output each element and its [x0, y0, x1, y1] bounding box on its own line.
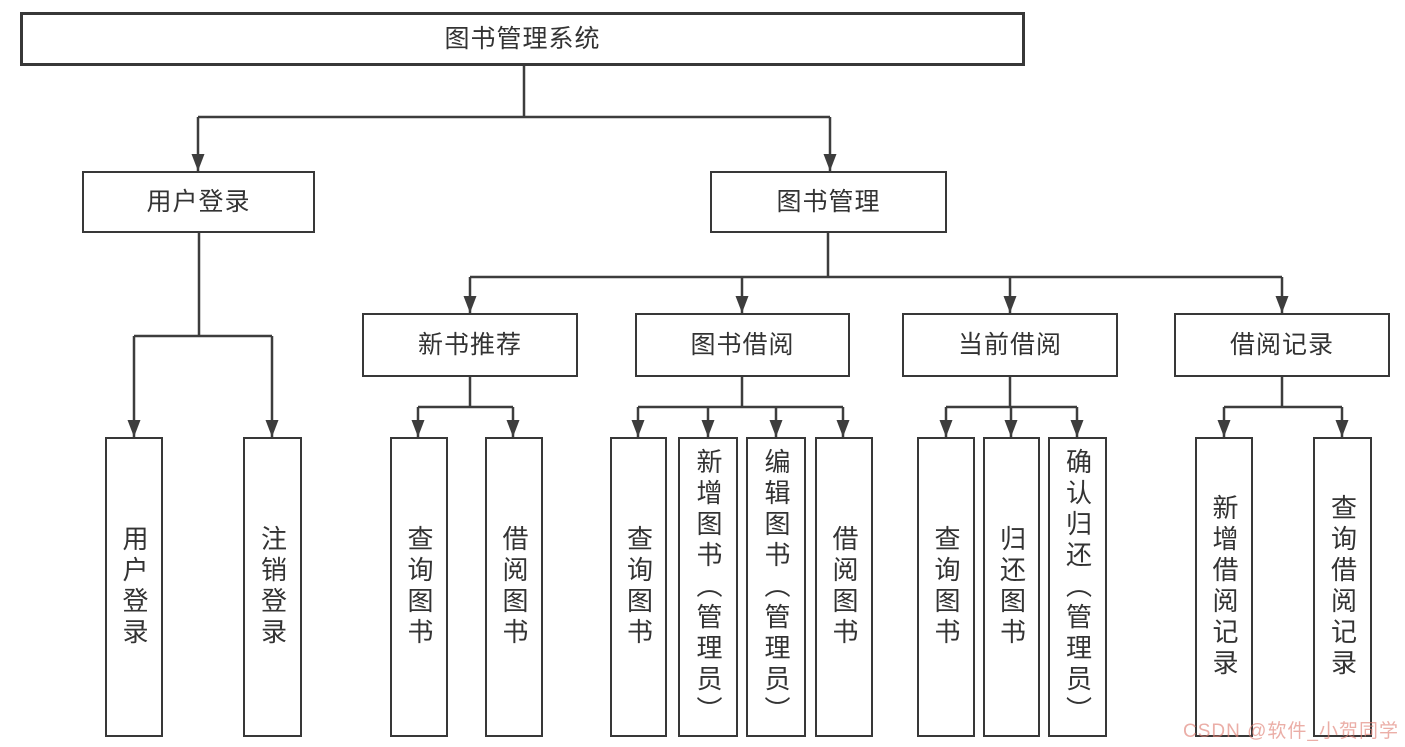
node-label: 查询图书: [931, 525, 961, 649]
csdn-watermark: CSDN @软件_小贺同学: [1183, 721, 1399, 742]
node-label: 借阅图书: [829, 525, 859, 649]
node-label: 图书管理系统: [444, 25, 601, 53]
node-label: 新增图书（管理员）: [693, 447, 723, 727]
node-book-management: 图书管理: [710, 171, 947, 233]
node-confirm-return-admin: 确认归还（管理员）: [1048, 437, 1107, 737]
node-label: 借阅图书: [499, 525, 529, 649]
node-label: 归还图书: [996, 525, 1027, 649]
node-label: 查询借阅记录: [1327, 494, 1358, 680]
node-user-login: 用户登录: [82, 171, 315, 233]
node-label: 当前借阅: [957, 331, 1062, 359]
node-borrow-query-books: 查询图书: [610, 437, 667, 737]
node-label: 图书管理: [776, 188, 881, 216]
node-label: 编辑图书（管理员）: [761, 447, 791, 727]
node-label: 查询图书: [623, 525, 654, 649]
node-label: 新增借阅记录: [1209, 494, 1239, 680]
node-label: 新书推荐: [417, 331, 522, 359]
node-root-library-system: 图书管理系统: [20, 12, 1025, 66]
node-recommend-borrow-book: 借阅图书: [485, 437, 543, 737]
node-current-borrow: 当前借阅: [902, 313, 1118, 377]
node-login: 用户登录: [105, 437, 163, 737]
node-label: 查询图书: [404, 525, 434, 649]
node-book-borrow: 图书借阅: [635, 313, 850, 377]
node-query-borrow-record: 查询借阅记录: [1313, 437, 1372, 737]
node-logout: 注销登录: [243, 437, 302, 737]
node-new-book-recommend: 新书推荐: [362, 313, 578, 377]
node-label: 用户登录: [146, 188, 251, 216]
node-label: 用户登录: [119, 525, 149, 649]
node-current-query-books: 查询图书: [917, 437, 975, 737]
node-add-book-admin: 新增图书（管理员）: [678, 437, 738, 737]
node-add-borrow-record: 新增借阅记录: [1195, 437, 1253, 737]
node-borrow-records: 借阅记录: [1174, 313, 1390, 377]
node-label: 图书借阅: [690, 331, 795, 359]
node-label: 借阅记录: [1229, 331, 1334, 359]
node-recommend-query-books: 查询图书: [390, 437, 448, 737]
node-return-book: 归还图书: [983, 437, 1040, 737]
node-label: 确认归还（管理员）: [1062, 447, 1093, 727]
node-edit-book-admin: 编辑图书（管理员）: [746, 437, 806, 737]
node-label: 注销登录: [257, 525, 288, 649]
node-borrow-book: 借阅图书: [815, 437, 873, 737]
